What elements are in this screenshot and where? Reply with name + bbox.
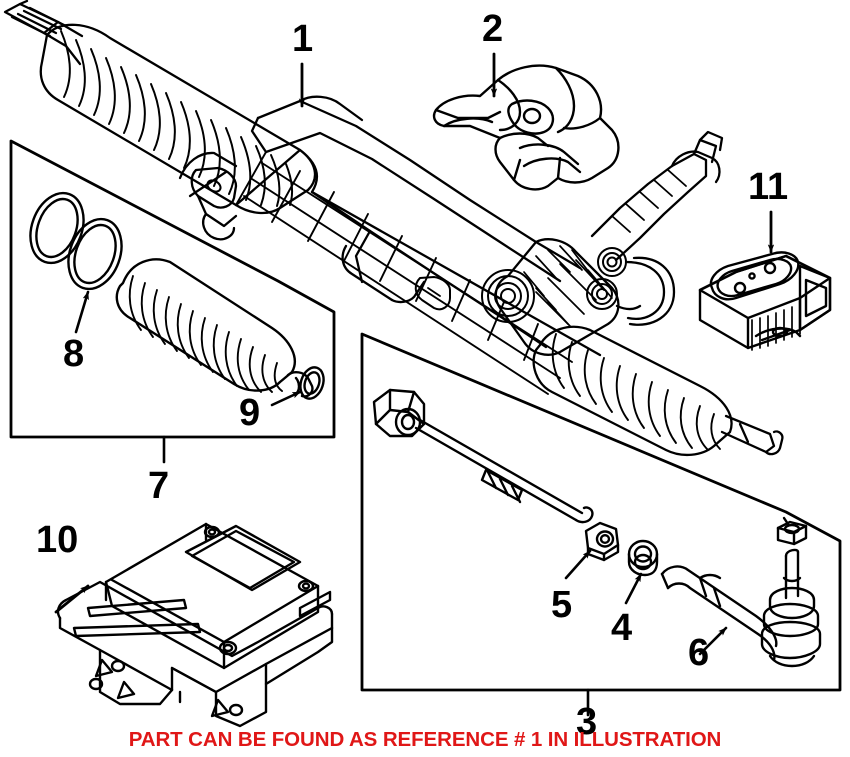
part-sensor-module [698,251,832,351]
leader-9 [270,390,302,407]
callout-7: 7 [148,465,170,507]
leader-5 [564,549,592,580]
callout-2: 2 [482,8,504,50]
leader-8 [74,290,90,334]
callout-8: 8 [63,333,85,375]
panel-bellows-kit [9,139,336,439]
part-boot-clamp-small [299,366,325,400]
callout-9: 9 [239,392,261,434]
callout-10: 10 [36,519,79,561]
callout-11: 11 [748,166,789,208]
callout-6: 6 [688,632,710,674]
part-boot-clamp-second [67,217,123,291]
reference-note: PART CAN BE FOUND AS REFERENCE # 1 IN IL… [128,728,722,751]
callout-5: 5 [551,584,573,626]
part-steering-rack-assembly [3,0,784,457]
part-inner-tie-rod [372,388,594,524]
part-control-module [56,522,334,728]
part-washer [627,539,659,577]
callout-3: 3 [576,701,598,743]
leader-4 [624,572,643,605]
callout-4: 4 [611,607,633,649]
leader-6 [698,626,728,656]
part-boot-clamp-large [29,191,85,265]
leader-10 [54,584,90,614]
callout-1: 1 [292,18,314,60]
part-outer-tie-rod-end [660,516,822,668]
panel-tie-rod [360,332,842,692]
part-heat-shield [432,64,620,191]
